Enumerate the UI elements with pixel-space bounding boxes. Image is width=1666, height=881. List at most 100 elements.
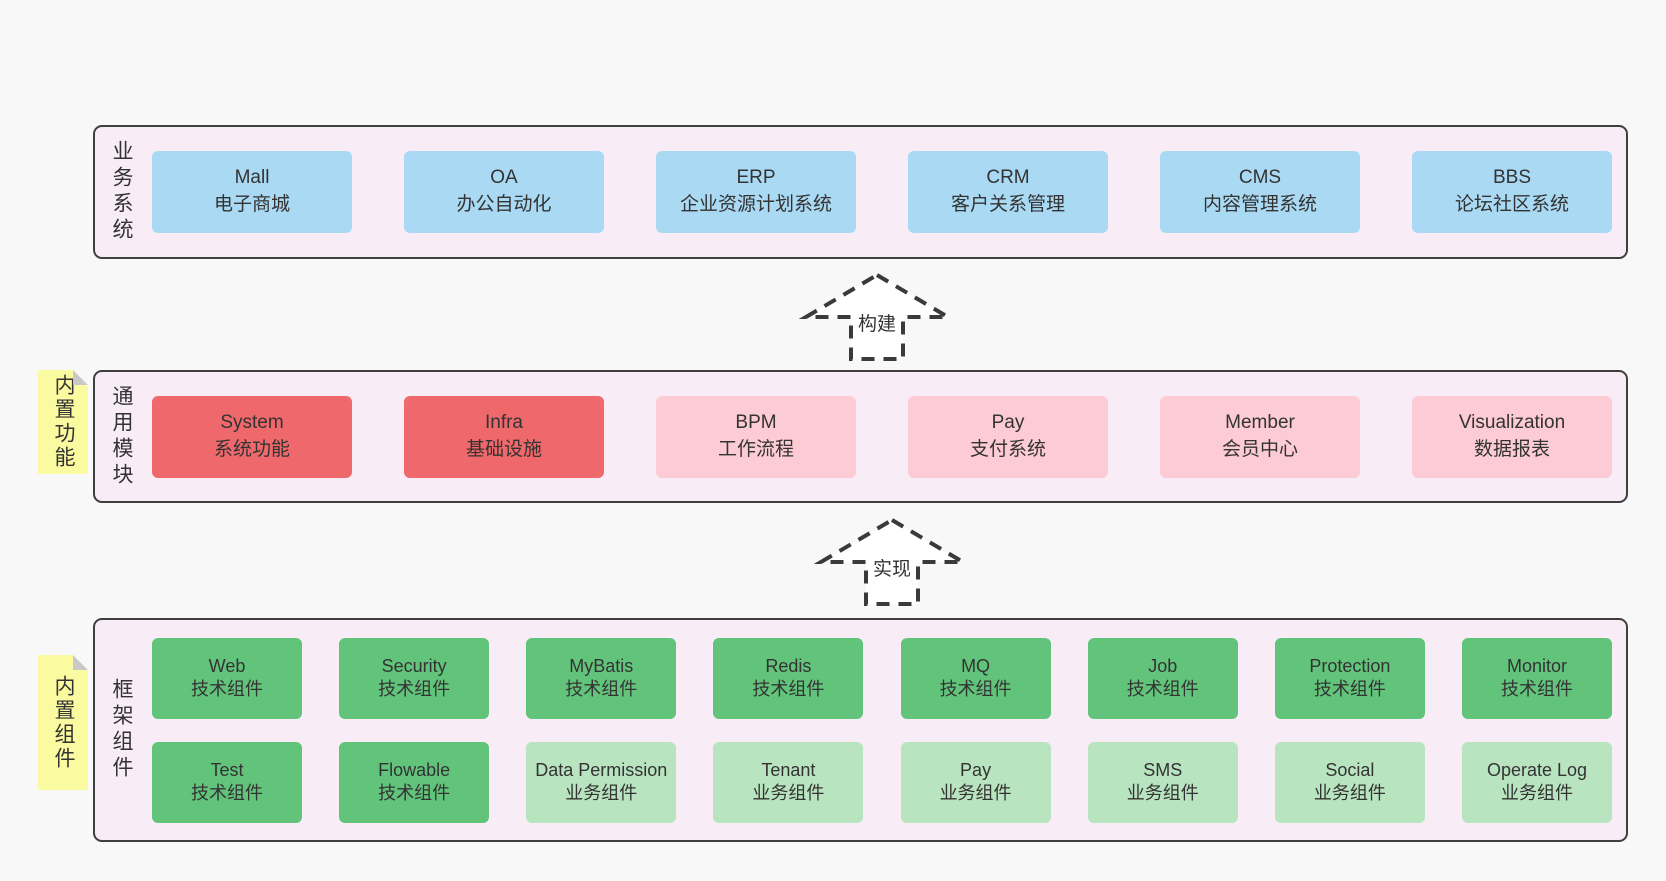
box-desc: 会员中心 xyxy=(1221,438,1298,460)
box-visualization: Visualization 数据报表 xyxy=(1412,395,1612,478)
sticky-note-built-in-components: 内置组件 xyxy=(38,655,88,790)
box-name: Flowable xyxy=(378,759,451,780)
box-name: Job xyxy=(1148,655,1178,676)
folded-corner-icon xyxy=(73,655,88,670)
box-desc: 业务组件 xyxy=(1126,783,1199,803)
box-desc: 业务组件 xyxy=(939,783,1012,803)
box-name: Visualization xyxy=(1458,411,1566,433)
box-desc: 技术组件 xyxy=(752,679,825,699)
box-name: OA xyxy=(490,167,518,189)
box-name: Web xyxy=(208,655,246,676)
box-social: Social 业务组件 xyxy=(1274,741,1425,823)
build-arrow: 构建 xyxy=(798,272,956,361)
box-name: BPM xyxy=(735,411,777,433)
box-web: Web 技术组件 xyxy=(152,637,302,719)
box-security: Security 技术组件 xyxy=(339,637,490,719)
box-desc: 工作流程 xyxy=(717,438,794,460)
box-name: Tenant xyxy=(761,759,816,780)
box-bpm: BPM 工作流程 xyxy=(656,395,856,478)
box-desc: 技术组件 xyxy=(1126,679,1199,699)
box-row: Test 技术组件 Flowable 技术组件 Data Permission 业务组件 T… xyxy=(152,741,1612,823)
implement-arrow: 实现 xyxy=(813,517,971,606)
box-desc: 技术组件 xyxy=(1313,679,1386,699)
common-modules-boxes: System 系统功能 Infra 基础设施 BPM 工作流程 Pay 支付系统 Member 会… xyxy=(152,372,1612,501)
box-desc: 技术组件 xyxy=(378,783,451,803)
sticky-note-built-in-features: 内置功能 xyxy=(38,370,88,474)
box-name: SMS xyxy=(1143,759,1183,780)
box-desc: 支付系统 xyxy=(969,438,1046,460)
box-mybatis: MyBatis 技术组件 xyxy=(526,637,677,719)
box-name: BBS xyxy=(1492,167,1532,189)
box-desc: 电子商城 xyxy=(213,194,290,215)
box-flowable: Flowable 技术组件 xyxy=(339,741,490,823)
box-name: Test xyxy=(210,759,244,780)
box-pay: Pay 支付系统 xyxy=(908,395,1108,478)
common-modules-panel: 通用模块 System 系统功能 Infra 基础设施 BPM 工作流程 Pay 支付系统 Me… xyxy=(93,370,1628,503)
panel-label-framework-components: 框架组件 xyxy=(110,678,133,782)
box-desc: 内容管理系统 xyxy=(1202,194,1317,215)
box-system: System 系统功能 xyxy=(152,395,352,478)
box-test: Test 技术组件 xyxy=(152,741,302,823)
box-name: ERP xyxy=(736,167,776,189)
box-name: MQ xyxy=(961,655,991,676)
box-mq: MQ 技术组件 xyxy=(900,637,1051,719)
box-name: CMS xyxy=(1238,167,1282,189)
box-name: CRM xyxy=(986,167,1030,189)
box-erp: ERP 企业资源计划系统 xyxy=(656,151,856,233)
box-monitor: Monitor 技术组件 xyxy=(1461,637,1612,719)
box-cms: CMS 内容管理系统 xyxy=(1160,151,1360,233)
box-name: Protection xyxy=(1309,655,1391,676)
box-name: Operate Log xyxy=(1486,759,1588,780)
box-member: Member 会员中心 xyxy=(1160,395,1360,478)
box-infra: Infra 基础设施 xyxy=(404,395,604,478)
box-name: Redis xyxy=(765,655,812,676)
box-desc: 业务组件 xyxy=(1313,783,1386,803)
box-name: Mall xyxy=(234,167,270,189)
implement-arrow-label: 实现 xyxy=(869,554,915,581)
box-desc: 业务组件 xyxy=(565,783,638,803)
box-desc: 技术组件 xyxy=(565,679,638,699)
box-desc: 业务组件 xyxy=(752,783,825,803)
box-desc: 企业资源计划系统 xyxy=(679,194,832,215)
box-name: MyBatis xyxy=(569,655,634,676)
box-desc: 技术组件 xyxy=(378,679,451,699)
panel-label-common-modules: 通用模块 xyxy=(110,384,133,489)
box-name: Member xyxy=(1225,411,1295,433)
box-desc: 系统功能 xyxy=(213,438,290,460)
build-arrow-label: 构建 xyxy=(854,309,900,336)
box-desc: 技术组件 xyxy=(939,679,1012,699)
sticky-note-label: 内置功能 xyxy=(52,374,75,470)
sticky-note-label: 内置组件 xyxy=(52,674,75,771)
folded-corner-icon xyxy=(73,370,88,385)
box-name: Security xyxy=(381,655,447,676)
box-desc: 技术组件 xyxy=(1500,679,1573,699)
box-desc: 数据报表 xyxy=(1473,438,1550,460)
box-name: System xyxy=(220,411,284,433)
box-job: Job 技术组件 xyxy=(1087,637,1238,719)
box-desc: 技术组件 xyxy=(191,783,263,803)
box-name: Monitor xyxy=(1506,655,1567,676)
box-desc: 技术组件 xyxy=(191,679,263,699)
box-name: Data Permission xyxy=(535,759,668,780)
box-name: Pay xyxy=(991,411,1025,433)
box-redis: Redis 技术组件 xyxy=(713,637,864,719)
box-name: Social xyxy=(1325,759,1375,780)
box-name: Infra xyxy=(484,411,524,433)
box-row: System 系统功能 Infra 基础设施 BPM 工作流程 Pay 支付系统 Member 会… xyxy=(152,395,1612,478)
box-mall: Mall 电子商城 xyxy=(152,151,352,233)
panel-label-business-systems: 业务系统 xyxy=(110,140,133,244)
box-sms: SMS 业务组件 xyxy=(1087,741,1238,823)
box-desc: 基础设施 xyxy=(465,438,542,460)
